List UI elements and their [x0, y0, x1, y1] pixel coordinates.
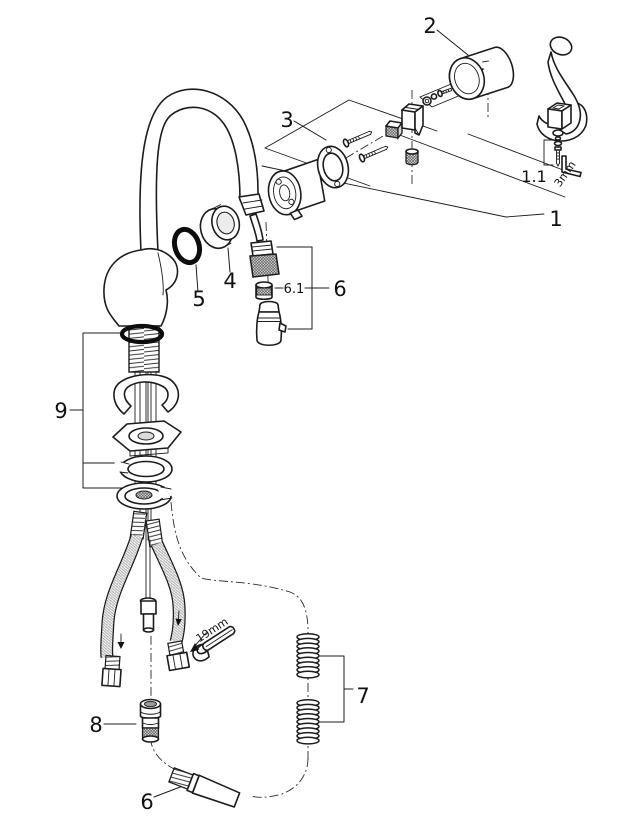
hose-coupling	[249, 240, 280, 278]
label-part-6-bottom: 6	[140, 790, 153, 814]
mounting-hardware-group-9	[112, 323, 182, 510]
mounting-screw-1	[342, 130, 373, 148]
supply-hoses	[100, 510, 191, 688]
label-part-3: 3	[280, 108, 293, 132]
label-part-7: 7	[356, 684, 369, 708]
spring-lower	[296, 698, 320, 745]
lever-adapter	[401, 103, 424, 136]
spout-o-ring	[171, 226, 203, 266]
label-part-8: 8	[89, 713, 102, 737]
label-part-9: 9	[54, 399, 67, 423]
check-valve-6-1	[255, 281, 273, 301]
spring-upper	[296, 632, 320, 679]
quick-coupler	[139, 698, 162, 743]
spout-tip	[238, 193, 265, 216]
handle-screw-set	[552, 129, 564, 168]
wave-washer	[112, 455, 173, 483]
base-o-ring	[119, 323, 165, 345]
wrench-19mm	[190, 625, 236, 662]
mounting-spacer	[113, 373, 180, 415]
spout-retainer-ring	[199, 204, 241, 250]
label-part-6-1: 6.1	[284, 282, 305, 297]
label-part-4: 4	[223, 269, 236, 293]
hose-nut-right	[166, 640, 191, 672]
wrench-arrow	[190, 643, 199, 652]
faucet-body	[103, 88, 265, 541]
handle-cap	[448, 46, 515, 101]
spout-hose	[249, 213, 264, 242]
handle-dome-nut	[405, 148, 419, 166]
cube-nut	[385, 120, 403, 140]
horseshoe-washer	[116, 482, 175, 510]
label-part-2: 2	[423, 14, 436, 38]
escutcheon-ring	[316, 145, 350, 189]
hose-nipple	[168, 767, 241, 808]
label-part-6-mid: 6	[333, 277, 346, 301]
hex-key-3mm	[561, 155, 582, 178]
body-bulb	[103, 247, 179, 327]
spray-head	[255, 300, 287, 347]
pullout-hose-connector	[139, 539, 157, 633]
flow-direction-arrows	[117, 610, 182, 649]
label-part-5: 5	[192, 287, 205, 311]
grub-screw-set	[422, 87, 453, 106]
label-part-1: 1	[549, 207, 562, 231]
label-part-1-1: 1.1	[521, 167, 546, 186]
hose-crimp-left	[129, 510, 148, 540]
threaded-shank	[128, 325, 160, 373]
hose-nut-left	[101, 654, 122, 688]
mounting-screw-2	[358, 145, 389, 163]
